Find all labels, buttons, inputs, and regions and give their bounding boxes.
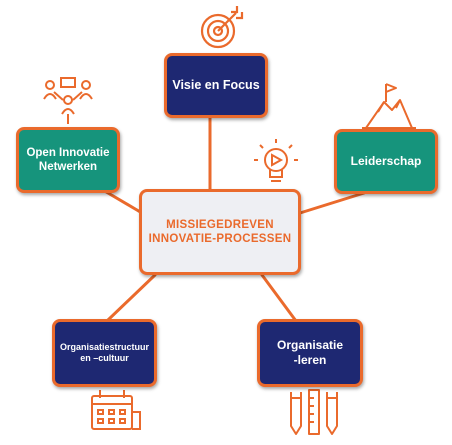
node-leiderschap: Leiderschap [334,129,438,194]
node-open-innovatie-line1: Open Innovatie [26,146,110,159]
node-organisatiestructuur-text: Organisatiestructuur en –cultuur [60,342,149,365]
connector-organisatie-leren [260,273,298,323]
pencil-ruler-icon [290,389,338,435]
node-center-line2: INNOVATIE-PROCESSEN [148,233,292,245]
node-leiderschap-label: Leiderschap [350,154,422,168]
node-organisatie-leren-text: Organisatie -leren [277,338,343,368]
node-open-innovatie-line2: Netwerken [38,161,98,173]
node-open-innovatie-netwerken: Open Innovatie Netwerken [16,127,120,193]
calendar-icon [91,390,141,430]
node-organisatie-leren-line1: Organisatie [276,338,344,352]
target-icon [200,6,244,49]
node-organisatie-leren: Organisatie -leren [257,319,363,387]
node-open-innovatie-text: Open Innovatie Netwerken [26,146,109,175]
node-organisatiestructuur: Organisatiestructuur en –cultuur [52,319,157,387]
connector-leiderschap [298,191,366,215]
node-visie-en-focus: Visie en Focus [164,53,268,118]
connector-organisatiestructuur [106,273,157,322]
lightbulb-play-icon [254,139,298,182]
node-organisatie-leren-line2: -leren [293,353,327,367]
node-center-text: MISSIEGEDREVEN INNOVATIE-PROCESSEN [149,218,292,247]
node-organisatiestructuur-line1: Organisatiestructuur [59,341,150,352]
node-center-line1: MISSIEGEDREVEN [166,218,274,231]
mountain-flag-icon [362,83,416,129]
people-network-icon [43,77,93,124]
node-visie-label: Visie en Focus [172,77,260,92]
node-center-missiegedreven: MISSIEGEDREVEN INNOVATIE-PROCESSEN [139,189,301,275]
node-organisatiestructuur-line2: en –cultuur [80,353,129,363]
